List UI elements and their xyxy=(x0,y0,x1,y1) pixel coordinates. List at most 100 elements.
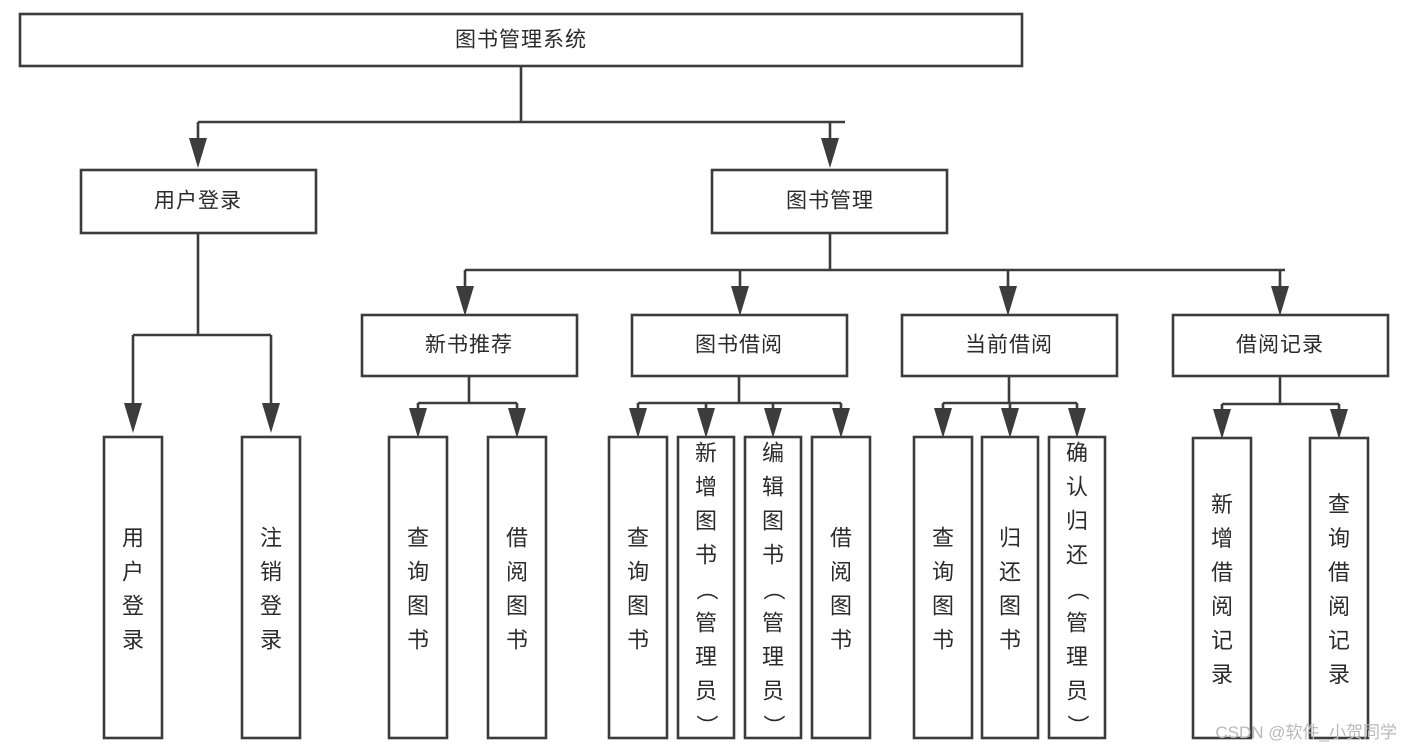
watermark-text: CSDN @软件_小贺同学 xyxy=(1215,723,1397,742)
svg-text:图: 图 xyxy=(830,594,852,619)
svg-text:询: 询 xyxy=(932,560,954,585)
arrow-to-leaf-confirm-return xyxy=(1068,408,1086,438)
node-leaf-confirm-return-box[interactable] xyxy=(1047,435,1107,740)
svg-text:询: 询 xyxy=(1328,526,1350,551)
svg-text:管: 管 xyxy=(762,611,784,636)
svg-text:（: （ xyxy=(761,578,786,600)
svg-text:户: 户 xyxy=(122,560,144,585)
svg-text:书: 书 xyxy=(407,628,429,653)
arrow-to-new-book-recommend xyxy=(456,286,474,316)
svg-text:管: 管 xyxy=(1066,611,1088,636)
node-leaf-return-book-box[interactable] xyxy=(980,435,1040,740)
node-user-login[interactable]: 用户登录 xyxy=(79,168,318,235)
svg-text:录: 录 xyxy=(122,628,144,653)
svg-text:登: 登 xyxy=(260,594,282,619)
svg-text:登: 登 xyxy=(122,594,144,619)
svg-text:书: 书 xyxy=(762,543,784,568)
node-root-label: 图书管理系统 xyxy=(455,29,587,52)
node-leaf-add-record-box[interactable] xyxy=(1191,436,1253,740)
svg-text:查: 查 xyxy=(932,526,954,551)
svg-text:（: （ xyxy=(694,578,719,600)
arrow-to-book-borrow xyxy=(731,286,749,316)
svg-text:书: 书 xyxy=(932,628,954,653)
svg-text:书: 书 xyxy=(627,628,649,653)
svg-text:查: 查 xyxy=(627,526,649,551)
node-book-borrow[interactable]: 图书借阅 xyxy=(630,313,849,378)
svg-text:）: ） xyxy=(694,714,719,736)
svg-text:书: 书 xyxy=(506,628,528,653)
node-leaf-query-book-1-box[interactable] xyxy=(387,435,449,740)
node-root-box[interactable] xyxy=(18,12,1024,68)
node-current-borrow-box[interactable] xyxy=(900,313,1119,378)
arrow-to-user-login xyxy=(189,138,207,168)
svg-text:归: 归 xyxy=(1066,509,1088,534)
svg-text:借: 借 xyxy=(830,526,852,551)
svg-text:员: 员 xyxy=(762,679,784,704)
svg-text:图: 图 xyxy=(999,594,1021,619)
svg-text:增: 增 xyxy=(695,475,717,500)
node-leaf-query-record-box[interactable] xyxy=(1308,436,1370,740)
node-leaf-query-book-2-box[interactable] xyxy=(607,435,669,740)
svg-text:阅: 阅 xyxy=(1328,594,1350,619)
svg-text:录: 录 xyxy=(1211,662,1233,687)
svg-text:归: 归 xyxy=(999,526,1021,551)
node-new-book-recommend[interactable]: 新书推荐 xyxy=(360,313,579,378)
node-leaf-edit-book-box[interactable] xyxy=(743,435,803,740)
node-user-login-box[interactable] xyxy=(79,168,318,235)
node-leaf-borrow-book-2-box[interactable] xyxy=(810,435,872,740)
node-book-manage[interactable]: 图书管理 xyxy=(710,168,949,235)
arrow-to-borrow-record xyxy=(1271,286,1289,316)
node-leaf-user-login-box[interactable] xyxy=(102,435,164,740)
svg-text:增: 增 xyxy=(1211,526,1233,551)
node-new-book-recommend-label: 新书推荐 xyxy=(425,334,513,357)
svg-text:理: 理 xyxy=(762,645,784,670)
svg-text:员: 员 xyxy=(695,679,717,704)
node-leaf-add-book-box[interactable] xyxy=(676,435,736,740)
node-book-manage-box[interactable] xyxy=(710,168,949,235)
node-book-borrow-box[interactable] xyxy=(630,313,849,378)
node-leaf-borrow-book-1-box[interactable] xyxy=(486,435,548,740)
node-borrow-record[interactable]: 借阅记录 xyxy=(1171,313,1390,378)
svg-text:新: 新 xyxy=(1211,492,1233,517)
node-leaf-query-book-3-box[interactable] xyxy=(912,435,974,740)
node-root[interactable]: 图书管理系统 xyxy=(18,12,1024,68)
svg-text:借: 借 xyxy=(1211,560,1233,585)
arrow-to-leaf-user-logout xyxy=(262,403,280,433)
arrow-to-leaf-borrow-book-2 xyxy=(832,408,850,438)
node-borrow-record-box[interactable] xyxy=(1171,313,1390,378)
svg-text:图: 图 xyxy=(762,509,784,534)
svg-text:图: 图 xyxy=(932,594,954,619)
connector-layer xyxy=(124,66,1348,439)
svg-text:图: 图 xyxy=(506,594,528,619)
node-leaf-user-logout-box[interactable] xyxy=(240,435,302,740)
node-leaf-user-login[interactable]: 用户登录 xyxy=(102,435,164,740)
arrow-to-leaf-borrow-book-1 xyxy=(508,408,526,438)
svg-text:书: 书 xyxy=(830,628,852,653)
svg-text:记: 记 xyxy=(1328,628,1350,653)
node-current-borrow[interactable]: 当前借阅 xyxy=(900,313,1119,378)
svg-text:认: 认 xyxy=(1066,475,1088,500)
node-new-book-recommend-box[interactable] xyxy=(360,313,579,378)
